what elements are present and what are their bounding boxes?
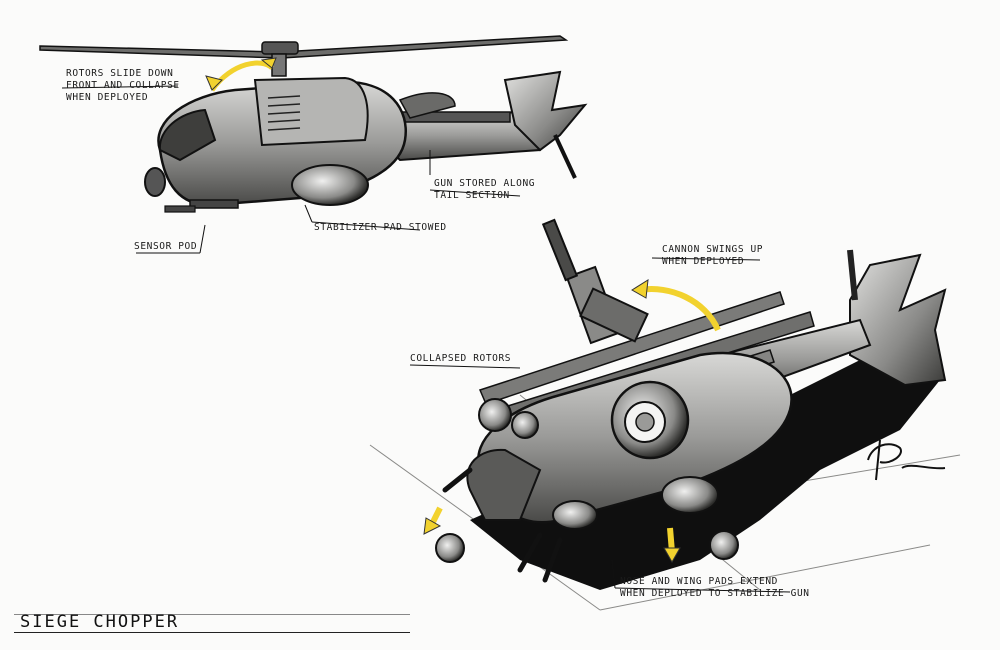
nose-pad [435, 533, 465, 563]
sensor-pod [144, 167, 166, 197]
annotation-cannon-line-2: WHEN DEPLOYED [662, 256, 745, 267]
engine-housing [253, 76, 369, 147]
cannon-swing-arrow [639, 286, 721, 332]
cockpit-canopy [158, 108, 217, 162]
tail-fin-deployed [849, 253, 947, 387]
nose-cockpit [466, 448, 542, 521]
stabilizer-pad [291, 164, 369, 206]
annotation-gun-stored: GUN STORED ALONG TAIL SECTION [434, 178, 535, 202]
annotation-stabilizer-line: STABILIZER PAD STOWED [314, 222, 447, 233]
annotation-gun-line-2: TAIL SECTION [434, 190, 510, 201]
artist-signature [867, 439, 946, 481]
helicopter-stowed [39, 35, 588, 213]
annotation-sensor-line: SENSOR POD [134, 241, 198, 252]
annotation-rotors-line-2: FRONT AND COLLAPSE [66, 80, 180, 91]
sheet-title: SIEGE CHOPPER [20, 612, 180, 632]
collapsed-rotor-1 [478, 291, 785, 405]
title-rule-top [14, 614, 410, 615]
annotation-gun-line-1: GUN STORED ALONG [434, 178, 536, 189]
tail-skid [553, 134, 577, 179]
annotation-pads-extend: NOSE AND WING PADS EXTEND WHEN DEPLOYED … [620, 576, 810, 600]
cannon-barrel [541, 218, 579, 282]
annotation-rotors-line-1: ROTORS SLIDE DOWN [66, 68, 174, 79]
annotation-collapsed-rotors: COLLAPSED ROTORS [410, 353, 511, 365]
rotor-hub-collapsed [478, 398, 512, 432]
annotation-collapsed-line: COLLAPSED ROTORS [410, 353, 512, 364]
annotation-pads-line-1: NOSE AND WING PADS EXTEND [620, 576, 778, 587]
annotation-stabilizer-pad: STABILIZER PAD STOWED [314, 222, 447, 234]
annotation-rotors-line-3: WHEN DEPLOYED [66, 92, 149, 103]
annotation-cannon-line-1: CANNON SWINGS UP [662, 244, 764, 255]
wing-pad [709, 530, 739, 560]
helicopter-deployed [369, 218, 961, 611]
main-rotor-blades [39, 35, 569, 59]
rotor-hub [261, 41, 299, 55]
title-rule [14, 632, 410, 633]
annotation-pads-line-2: WHEN DEPLOYED TO STABILIZE GUN [620, 588, 810, 599]
tail-fin [503, 70, 588, 152]
annotation-sensor-pod: SENSOR POD [134, 241, 197, 253]
annotation-cannon: CANNON SWINGS UP WHEN DEPLOYED [662, 244, 763, 268]
annotation-rotors: ROTORS SLIDE DOWN FRONT AND COLLAPSE WHE… [66, 68, 180, 104]
